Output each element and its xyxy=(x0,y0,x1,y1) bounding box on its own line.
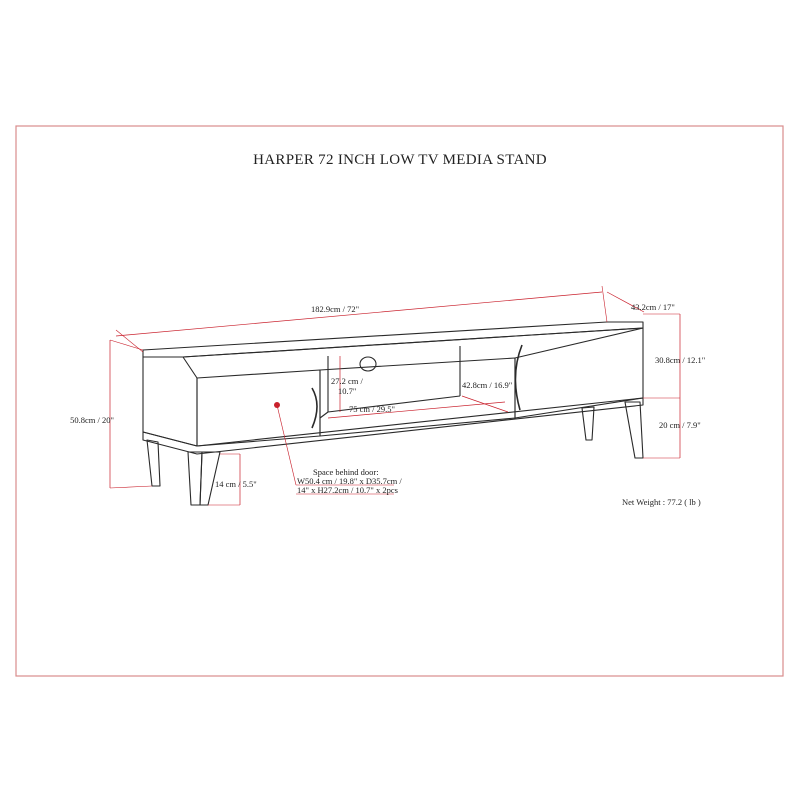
diagram-title: HARPER 72 INCH LOW TV MEDIA STAND xyxy=(253,152,547,168)
base-apron xyxy=(142,397,644,455)
shelf-depth-label: 42.8cm / 16.9" xyxy=(462,380,512,390)
leg-front-right xyxy=(624,401,644,459)
clearance-label: 14 cm / 5.5" xyxy=(215,479,257,489)
shelf-corner xyxy=(319,411,329,419)
top-back-edge xyxy=(182,327,644,358)
shelf-back-bottom xyxy=(327,395,461,413)
shelf-height-label-2: 10.7" xyxy=(338,386,356,396)
dimension-lines xyxy=(109,285,681,506)
shelf-depth-dim-line xyxy=(461,395,509,413)
leg-height-label: 20 cm / 7.9" xyxy=(659,420,701,430)
space-behind-door-line2: W50.4 cm / 19.8" x D35.7cm / xyxy=(297,476,402,486)
leg-back-left xyxy=(146,439,161,487)
depth-dim-line xyxy=(606,291,645,313)
cable-hole xyxy=(359,356,377,372)
shelf-width-label: 75 cm / 29.5" xyxy=(349,404,395,414)
top-surface xyxy=(142,321,644,358)
door-leader-line xyxy=(276,404,297,486)
left-door-handle xyxy=(311,387,318,429)
width-ext-right xyxy=(601,285,608,323)
height-ext-bottom xyxy=(109,485,153,489)
right-door-handle xyxy=(514,344,523,411)
width-label: 182.9cm / 72" xyxy=(311,304,359,314)
total-height-label: 50.8cm / 20" xyxy=(70,415,114,425)
outer-frame xyxy=(15,125,784,677)
left-side-panel xyxy=(142,356,198,447)
shelf-width-dim-line xyxy=(327,401,506,419)
leg-back-right xyxy=(581,406,595,441)
net-weight-label: Net Weight : 77.2 ( lb ) xyxy=(622,497,701,507)
width-dim-line xyxy=(115,291,603,337)
depth-label: 43.2cm / 17" xyxy=(631,302,675,312)
height-ext-top xyxy=(109,339,144,351)
space-behind-door-heading: Space behind door: xyxy=(313,467,379,477)
cabinet-height-label: 30.8cm / 12.1" xyxy=(655,355,705,365)
space-behind-door-line3: 14" x H27.2cm / 10.7" x 2pcs xyxy=(297,485,398,495)
shelf-height-label-1: 27.2 cm / xyxy=(331,376,364,386)
open-shelf xyxy=(319,357,516,437)
